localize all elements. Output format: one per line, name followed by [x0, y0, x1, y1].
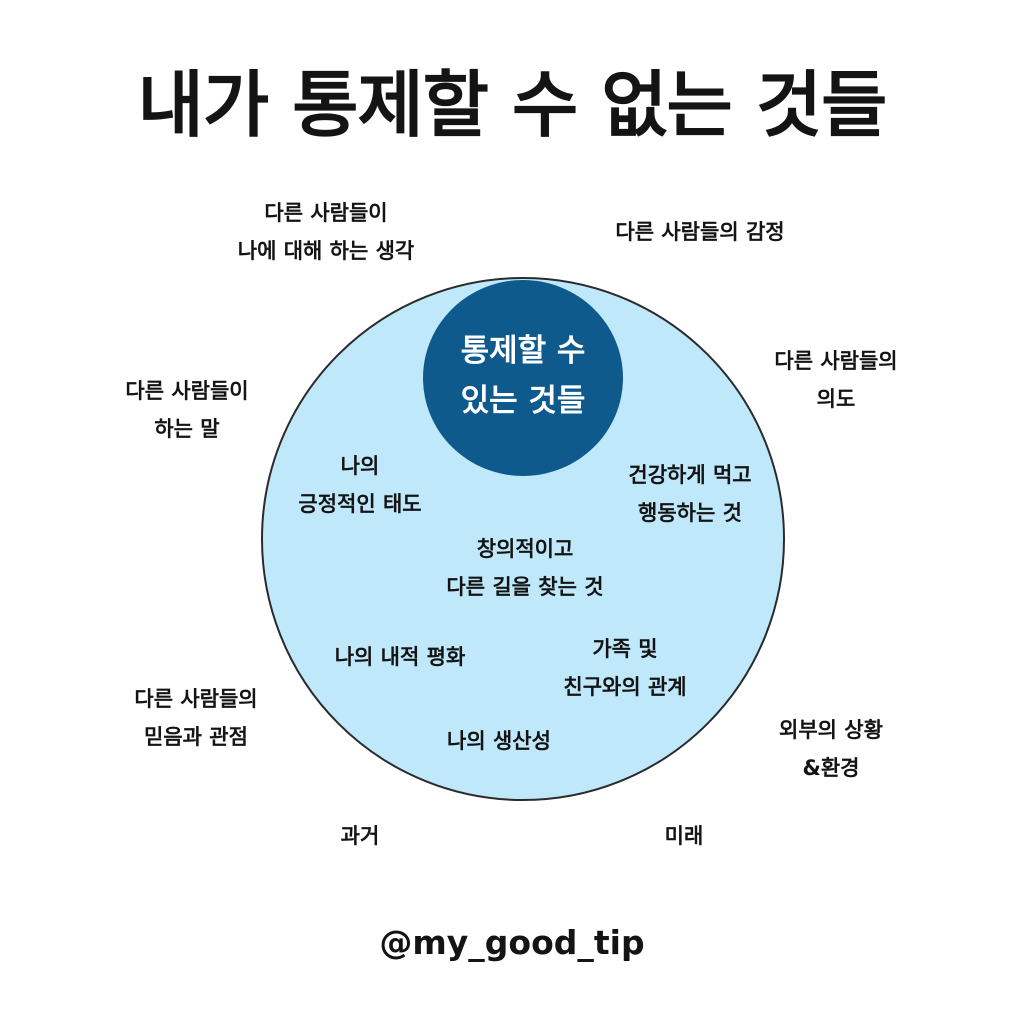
item-line: &환경 [802, 756, 860, 780]
outside-item-others-words: 다른 사람들이 하는 말 [125, 372, 248, 448]
outside-item-others-intentions: 다른 사람들의 의도 [774, 342, 897, 418]
item-line: 가족 및 [592, 637, 658, 661]
item-line: 외부의 상황 [779, 718, 883, 742]
inside-item-positive-attitude: 나의 긍정적인 태도 [298, 447, 421, 523]
item-line: 다른 길을 찾는 것 [446, 575, 604, 599]
outside-item-others-emotions: 다른 사람들의 감정 [615, 213, 784, 251]
controllable-label-line: 통제할 수 [460, 333, 586, 369]
item-line: 다른 사람들의 [134, 687, 258, 711]
inside-item-relationships: 가족 및 친구와의 관계 [563, 630, 686, 706]
item-line: 과거 [340, 824, 380, 848]
inside-item-productivity: 나의 생산성 [447, 722, 551, 760]
inside-item-healthy-eating: 건강하게 먹고 행동하는 것 [628, 456, 751, 532]
controllable-circle [423, 280, 623, 476]
outside-item-external-circumstances: 외부의 상황 &환경 [779, 711, 883, 787]
item-line: 나에 대해 하는 생각 [237, 239, 415, 263]
item-line: 나의 생산성 [447, 729, 551, 753]
item-line: 나의 내적 평화 [334, 645, 466, 669]
outside-item-others-thoughts: 다른 사람들이 나에 대해 하는 생각 [238, 194, 415, 270]
controllable-label-line: 있는 것들 [460, 383, 586, 419]
item-line: 다른 사람들이 [125, 379, 249, 403]
item-line: 창의적이고 [476, 537, 574, 561]
outside-item-others-beliefs: 다른 사람들의 믿음과 관점 [134, 680, 257, 756]
item-line: 다른 사람들의 [774, 349, 898, 373]
item-line: 나의 [340, 454, 380, 478]
outside-item-future: 미래 [665, 817, 704, 855]
item-line: 행동하는 것 [638, 501, 742, 525]
item-line: 다른 사람들이 [264, 201, 388, 225]
account-handle: @my_good_tip [379, 923, 645, 962]
inside-item-inner-peace: 나의 내적 평화 [335, 638, 466, 676]
item-line: 친구와의 관계 [563, 675, 687, 699]
outside-item-past: 과거 [341, 817, 380, 855]
controllable-label: 통제할 수 있는 것들 [423, 326, 623, 426]
item-line: 다른 사람들의 감정 [615, 220, 785, 244]
item-line: 미래 [664, 824, 704, 848]
item-line: 건강하게 먹고 [628, 463, 752, 487]
item-line: 긍정적인 태도 [298, 492, 422, 516]
page-title: 내가 통제할 수 없는 것들 [137, 63, 888, 147]
item-line: 믿음과 관점 [144, 725, 248, 749]
inside-item-creative-paths: 창의적이고 다른 길을 찾는 것 [446, 530, 603, 606]
item-line: 의도 [816, 387, 856, 411]
item-line: 하는 말 [154, 417, 220, 441]
